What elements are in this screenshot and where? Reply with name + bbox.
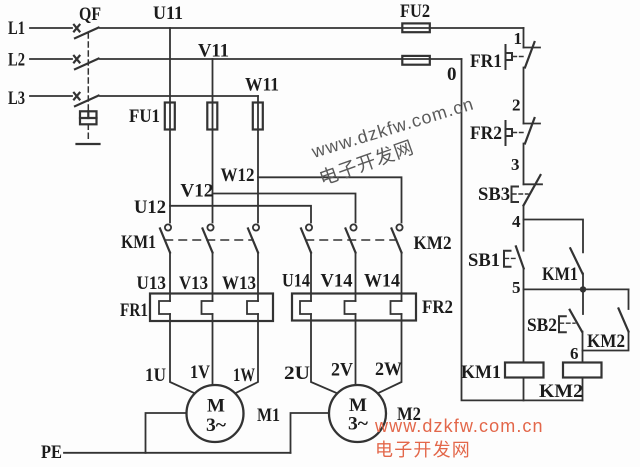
svg-text:2W: 2W — [375, 359, 402, 380]
svg-text:L3: L3 — [8, 88, 25, 109]
svg-text:V12: V12 — [180, 181, 213, 202]
svg-text:1W: 1W — [233, 365, 255, 386]
svg-text:SB3: SB3 — [478, 184, 510, 205]
svg-text:FR1: FR1 — [120, 300, 148, 321]
svg-text:W11: W11 — [245, 75, 279, 96]
svg-text:M: M — [207, 396, 225, 417]
svg-text:1U: 1U — [145, 365, 166, 386]
svg-text:KM1: KM1 — [121, 232, 156, 253]
svg-text:3~: 3~ — [206, 415, 226, 436]
svg-text:FU1: FU1 — [129, 106, 160, 127]
svg-text:U14: U14 — [282, 271, 310, 292]
svg-text:M: M — [349, 395, 367, 416]
svg-text:4: 4 — [512, 212, 521, 231]
svg-text:L1: L1 — [8, 18, 25, 39]
svg-text:QF: QF — [79, 4, 101, 25]
svg-text:U12: U12 — [134, 197, 166, 218]
svg-text:U13: U13 — [137, 273, 167, 294]
svg-text:KM2: KM2 — [539, 381, 583, 402]
svg-text:W12: W12 — [221, 165, 255, 186]
svg-text:PE: PE — [41, 442, 62, 463]
svg-text:M1: M1 — [257, 405, 280, 426]
svg-text:SB2: SB2 — [527, 315, 557, 336]
svg-text:KM1: KM1 — [461, 362, 501, 383]
svg-text:1: 1 — [514, 29, 523, 48]
svg-text:V13: V13 — [179, 273, 208, 294]
svg-text:W13: W13 — [222, 273, 256, 294]
svg-text:6: 6 — [570, 344, 579, 363]
svg-text:V11: V11 — [198, 41, 229, 62]
svg-text:KM2: KM2 — [414, 233, 452, 254]
svg-text:KM2: KM2 — [587, 331, 625, 352]
svg-text:W14: W14 — [364, 271, 400, 292]
svg-text:FR2: FR2 — [422, 297, 453, 318]
svg-text:FR2: FR2 — [470, 123, 502, 144]
svg-text:0: 0 — [447, 64, 457, 85]
svg-text:L2: L2 — [8, 50, 25, 71]
svg-text:3: 3 — [511, 155, 520, 174]
svg-text:电子开发网: 电子开发网 — [375, 440, 471, 460]
svg-text:FR1: FR1 — [470, 51, 502, 72]
svg-text:2V: 2V — [331, 360, 353, 381]
svg-text:2U: 2U — [284, 363, 310, 384]
svg-text:KM1: KM1 — [542, 264, 578, 285]
svg-text:www.dzkfw.com.cn: www.dzkfw.com.cn — [374, 416, 544, 436]
svg-text:M2: M2 — [397, 404, 421, 425]
svg-text:2: 2 — [512, 96, 521, 115]
svg-text:5: 5 — [512, 278, 521, 297]
svg-text:U11: U11 — [153, 3, 183, 24]
svg-text:3~: 3~ — [348, 414, 368, 435]
svg-text:SB1: SB1 — [468, 250, 500, 271]
svg-text:FU2: FU2 — [400, 1, 430, 22]
svg-text:1V: 1V — [190, 362, 210, 383]
svg-text:V14: V14 — [321, 271, 353, 292]
